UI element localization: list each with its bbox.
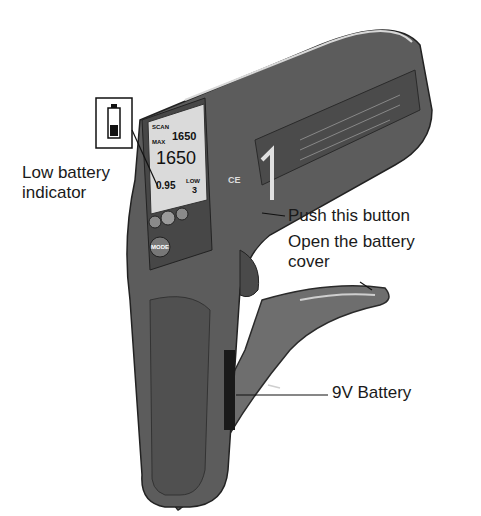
grip-panel: [150, 297, 210, 495]
ce-mark: CE: [228, 176, 248, 185]
battery-icon-level: [110, 125, 118, 136]
lcd-text: SCAN: [152, 124, 182, 130]
callout-label: Open the battery cover: [288, 232, 423, 271]
leader-line: [262, 213, 285, 216]
button-label: MODE: [151, 244, 171, 250]
leader-line: [236, 394, 328, 395]
cover-mark: [268, 385, 280, 388]
button: [176, 208, 188, 220]
side-lines: [300, 95, 400, 160]
callout-label: Low battery indicator: [22, 163, 142, 202]
callout-label: Push this button: [288, 206, 458, 226]
lcd-digits: 3: [192, 186, 204, 195]
lcd-digits: 1650: [156, 148, 206, 169]
display-housing: [142, 98, 212, 270]
callout-label: 9V Battery: [332, 383, 452, 403]
battery: [224, 350, 235, 430]
battery-icon: [108, 108, 120, 138]
lcd-text: LOW: [186, 178, 206, 184]
lcd-digits: 1650: [172, 131, 204, 142]
lcd-digits: 0.95: [156, 181, 186, 191]
gun-body: [127, 30, 432, 507]
battery-icon-tip: [111, 104, 117, 108]
callout-box: [96, 98, 132, 148]
lcd-text: MAX: [152, 139, 172, 145]
side-panel: [255, 70, 420, 185]
button: [149, 216, 161, 228]
lcd-screen: [148, 104, 207, 214]
side-logo: [262, 150, 272, 200]
button: [161, 211, 175, 225]
trigger: [240, 250, 259, 297]
cover-highlight: [300, 294, 375, 300]
leader-line: [360, 282, 372, 290]
leader-line: [132, 130, 158, 187]
mode-button: [150, 237, 170, 257]
